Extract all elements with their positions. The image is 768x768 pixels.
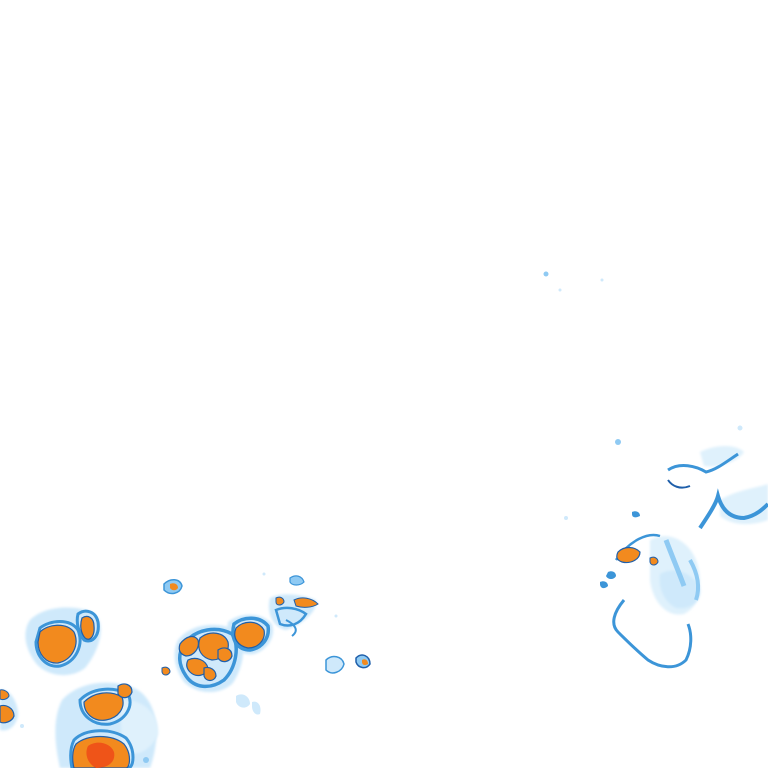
precip-moderate-cell (600, 581, 608, 589)
precip-intense-core (161, 666, 171, 676)
precip-intense-core (170, 583, 178, 591)
precip-intense-core (83, 692, 124, 721)
precip-moderate-rim (178, 627, 238, 689)
precip-moderate-rim (75, 609, 100, 643)
precip-light-area (252, 701, 261, 715)
precip-moderate-rim (34, 620, 82, 668)
precip-speck (143, 757, 149, 763)
precip-intense-core (203, 666, 217, 682)
precip-speck (20, 724, 24, 728)
precip-speck (543, 271, 549, 277)
precip-speck (558, 288, 562, 292)
precip-moderate-band (698, 488, 768, 530)
precip-moderate-cell (325, 655, 345, 674)
precip-speck (334, 614, 338, 618)
precip-intense-core (178, 635, 199, 657)
precip-moderate-band (667, 479, 691, 489)
precip-intense-core (80, 615, 95, 640)
precip-speck (600, 278, 604, 282)
precip-speck (615, 439, 621, 445)
precip-light-area (700, 446, 744, 467)
precip-intense-core (186, 657, 209, 677)
precip-moderate-rim (274, 606, 308, 627)
precip-intense-core (275, 596, 285, 606)
precip-moderate-cell (606, 571, 616, 579)
precip-moderate-rim (69, 729, 135, 768)
precip-moderate-rim (285, 619, 297, 637)
precip-light-area (120, 699, 159, 754)
precip-cluster-east (20, 271, 768, 763)
precip-cluster-central (161, 575, 371, 715)
precip-intense-core (293, 597, 319, 608)
precip-moderate-cell (632, 511, 640, 518)
precip-intense-core (217, 647, 233, 663)
precip-cluster-west (0, 607, 159, 768)
precip-speck (564, 516, 568, 520)
precip-moderate-band (663, 539, 687, 587)
precip-light-area (236, 694, 250, 708)
precip-moderate-band (612, 599, 693, 669)
precip-intense-core (234, 621, 265, 649)
precip-intense-core (0, 704, 15, 724)
precip-intense-core (117, 683, 133, 699)
precip-moderate-band (667, 452, 739, 474)
precip-intense-core (37, 624, 77, 664)
precip-speck (262, 572, 266, 576)
precip-intense-core (649, 556, 659, 566)
precip-extreme-core (86, 742, 115, 768)
precip-moderate-cell (289, 575, 305, 586)
precip-speck (737, 425, 743, 431)
precip-moderate-rim (231, 616, 271, 652)
precip-intense-core (616, 546, 641, 564)
precip-moderate-rim (78, 687, 132, 726)
precip-light-area (659, 570, 701, 609)
precip-intense-core (0, 689, 10, 701)
precip-moderate-band (688, 559, 700, 601)
precip-intense-core (362, 659, 368, 666)
